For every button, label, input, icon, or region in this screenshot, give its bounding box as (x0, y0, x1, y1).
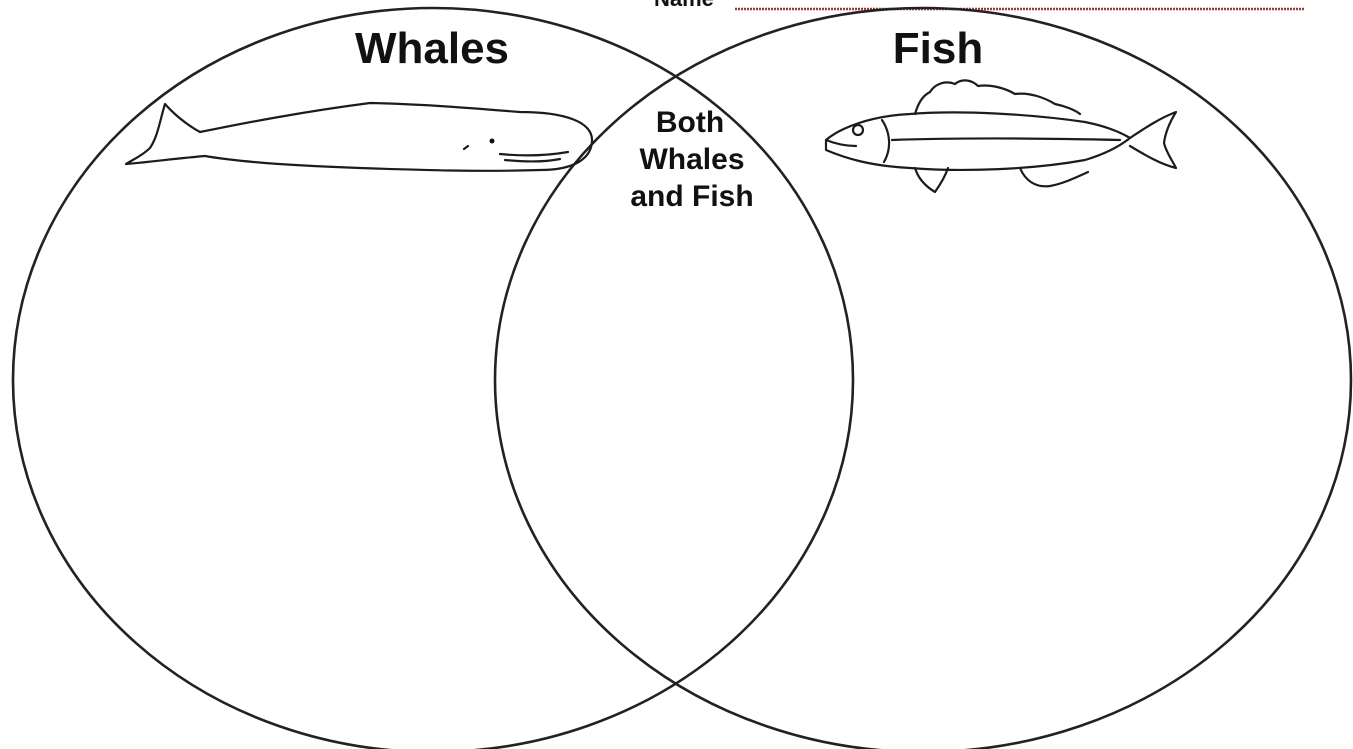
fish-icon (826, 80, 1176, 192)
fish-title: Fish (893, 24, 983, 73)
fish-circle (495, 8, 1351, 749)
whales-title: Whales (355, 24, 509, 73)
overlap-line-3: and Fish (630, 180, 753, 213)
overlap-line-2: Whales (639, 143, 744, 176)
whale-icon (126, 103, 592, 171)
fish-eye (853, 125, 863, 135)
overlap-line-1: Both (656, 106, 724, 139)
whales-circle (13, 8, 853, 749)
whale-eye (490, 139, 495, 144)
name-label: Name (654, 0, 714, 11)
